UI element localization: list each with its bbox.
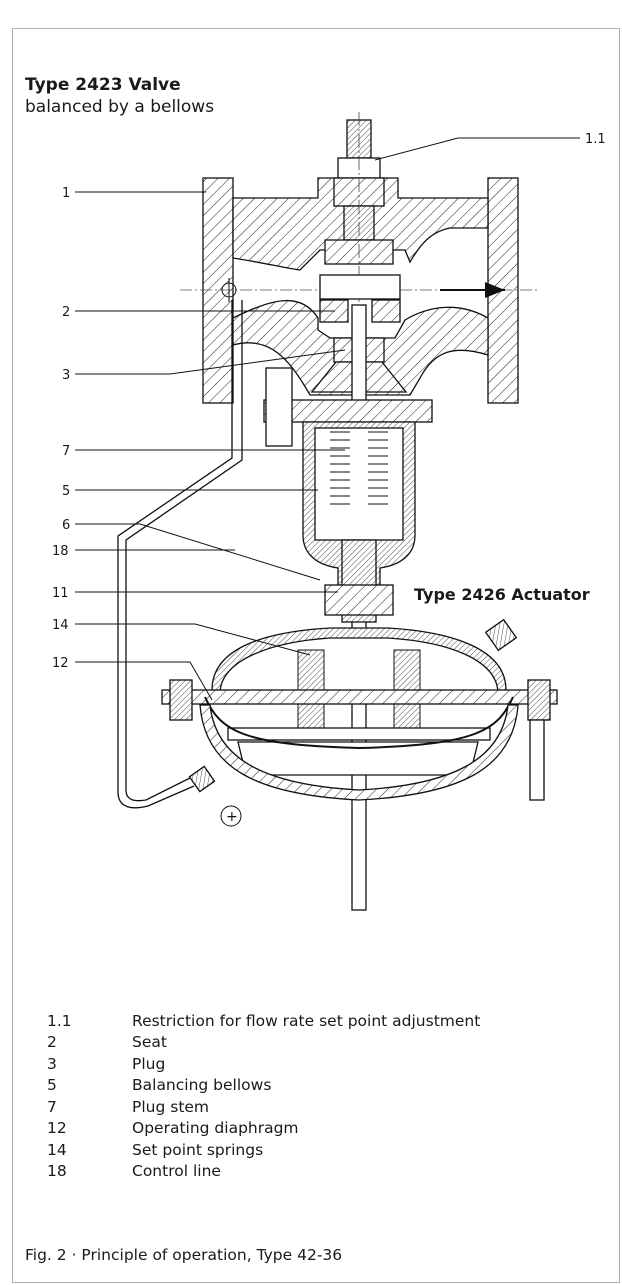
legend-row: 12 Operating diaphragm	[47, 1118, 480, 1140]
callout-5: 5	[62, 484, 70, 499]
operating-diaphragm	[204, 696, 514, 750]
legend-row: 5 Balancing bellows	[47, 1075, 480, 1097]
callout-14: 14	[52, 618, 69, 633]
legend-number: 2	[47, 1033, 57, 1052]
legend-text: Plug stem	[132, 1097, 210, 1116]
callout-7: 7	[62, 444, 70, 459]
balancing-bellows	[330, 431, 388, 505]
legend-text: Operating diaphragm	[132, 1119, 299, 1138]
legend-number: 12	[47, 1119, 67, 1138]
callout-1: 1	[62, 186, 70, 201]
valve-subtitle: balanced by a bellows	[25, 97, 215, 117]
legend-number: 1.1	[47, 1011, 72, 1030]
callout-18: 18	[52, 544, 69, 559]
legend-text: Balancing bellows	[132, 1076, 272, 1095]
legend-text: Set point springs	[132, 1140, 264, 1159]
control-line	[117, 300, 243, 809]
actuator-housing	[161, 618, 558, 801]
legend-row: 14 Set point springs	[47, 1139, 480, 1161]
legend-row: 3 Plug	[47, 1053, 480, 1075]
callout-12: 12	[52, 656, 69, 671]
legend-row: 2 Seat	[47, 1032, 480, 1054]
valve-title: Type 2423 Valve	[25, 75, 181, 95]
legend-number: 3	[47, 1054, 57, 1073]
callout-6: 6	[62, 518, 70, 533]
plus-symbol-circle	[220, 805, 242, 827]
plus-symbol: +	[226, 809, 238, 825]
legend-number: 14	[47, 1140, 67, 1159]
callout-1-1: 1.1	[585, 132, 606, 147]
legend-text: Restriction for flow rate set point adju…	[132, 1011, 481, 1030]
legend-text: Seat	[132, 1033, 167, 1052]
legend-number: 7	[47, 1097, 57, 1116]
legend-row: 18 Control line	[47, 1161, 480, 1183]
callout-2: 2	[62, 305, 70, 320]
figure-caption: Fig. 2 · Principle of operation, Type 42…	[25, 1246, 343, 1264]
legend-row: 1.1 Restriction for flow rate set point …	[47, 1010, 480, 1032]
figure-frame	[12, 28, 620, 1283]
callout-3: 3	[62, 368, 70, 383]
bellows-housing	[263, 367, 433, 623]
actuator-title: Type 2426 Actuator	[414, 585, 590, 604]
parts-legend: 1.1 Restriction for flow rate set point …	[47, 1010, 480, 1182]
legend-text: Plug	[132, 1054, 166, 1073]
legend-text: Control line	[132, 1162, 221, 1181]
leader-lines	[75, 137, 580, 701]
legend-row: 7 Plug stem	[47, 1096, 480, 1118]
legend-number: 5	[47, 1076, 57, 1095]
callout-11: 11	[52, 586, 69, 601]
legend-number: 18	[47, 1162, 67, 1181]
